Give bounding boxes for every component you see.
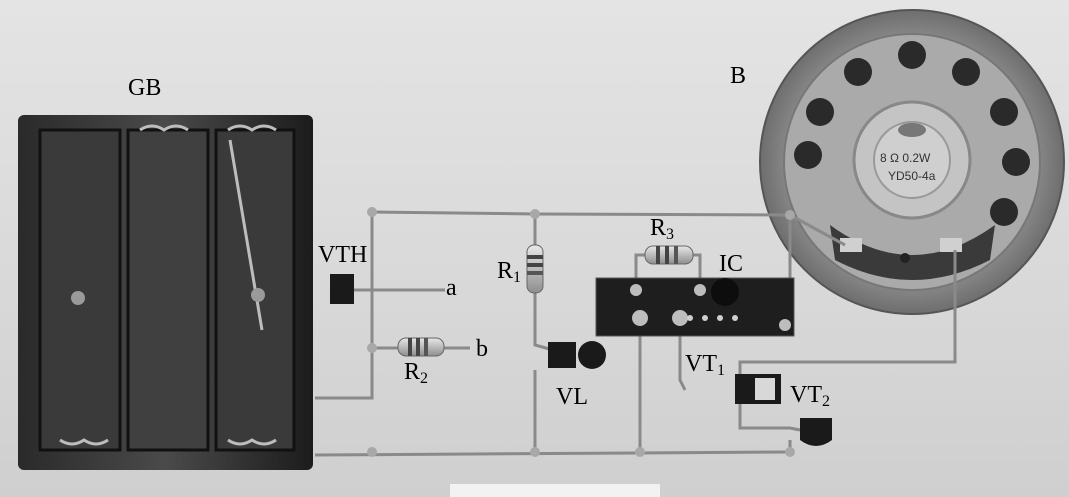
solder-joints: [367, 207, 795, 457]
label-r2: R2: [404, 359, 429, 387]
label-a: a: [446, 275, 457, 301]
label-r1: R1: [497, 258, 522, 286]
label-ic: IC: [719, 251, 743, 277]
ic-board: [595, 277, 795, 337]
label-b-terminal: b: [476, 336, 488, 362]
speaker-marking-line1: 8 Ω 0.2W: [880, 151, 931, 165]
label-vth: VTH: [318, 242, 368, 268]
label-r3: R3: [650, 215, 675, 243]
r2-resistor: [397, 337, 445, 357]
label-vt1: VT1: [685, 351, 725, 379]
vth-component: [330, 274, 354, 304]
label-vt2: VT2: [790, 382, 830, 410]
speaker-marking-line2: YD50-4a: [888, 169, 936, 183]
r1-resistor: [526, 244, 544, 294]
battery-holder: [18, 115, 313, 470]
vl-led: [548, 341, 606, 369]
bottom-strip: [450, 484, 660, 497]
r3-resistor: [644, 245, 694, 265]
label-b: B: [730, 63, 747, 89]
label-gb: GB: [128, 75, 162, 101]
label-vl: VL: [556, 384, 588, 410]
vt1-transistor: [735, 374, 781, 404]
vt2-transistor: [800, 418, 832, 446]
